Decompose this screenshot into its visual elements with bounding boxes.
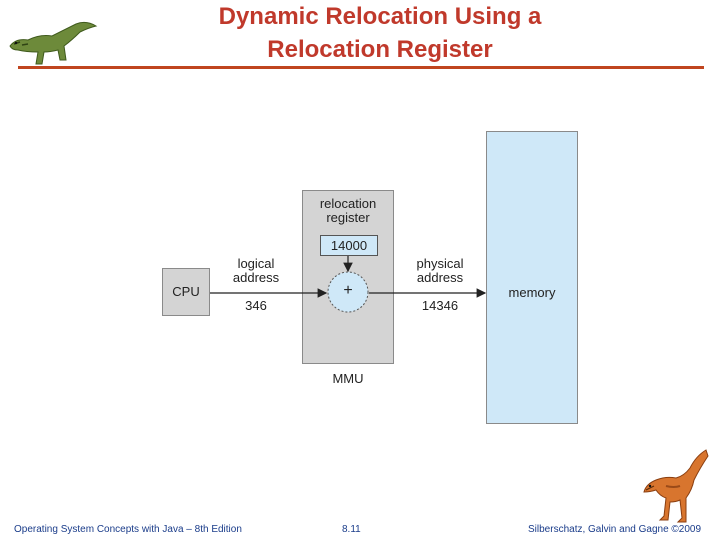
footer-right: Silberschatz, Galvin and Gagne ©2009 [528,524,702,535]
physical-address-value: 14346 [421,298,459,313]
memory-box [486,131,578,424]
title-divider [18,66,704,69]
cpu-label: CPU [172,284,200,299]
relocation-register-label-line1: relocation [319,196,377,211]
slide-title: Dynamic Relocation Using a Relocation Re… [130,0,630,66]
logical-address-label-line2: address [232,270,280,285]
physical-address-label: physical address [400,257,480,285]
adder-symbol: + [343,282,353,299]
title-line-1: Dynamic Relocation Using a [218,3,542,30]
title-line-2: Relocation Register [267,36,493,63]
mmu-label: MMU [332,371,364,386]
physical-address-label-line1: physical [416,256,464,271]
dinosaur-logo-icon [6,12,102,68]
logical-address-value: 346 [245,298,267,313]
logical-address-label: logical address [216,257,296,285]
memory-label: memory [508,285,556,300]
relocation-register-box [320,235,378,256]
relocation-register-label: relocation register [302,197,394,225]
register-value: 14000 [330,238,368,253]
relocation-register-label-line2: register [326,210,370,225]
physical-address-label-line2: address [416,270,464,285]
logical-address-label-line1: logical [237,256,275,271]
cpu-box [162,268,210,316]
adder-circle [327,271,369,313]
footer-page-number: 8.11 [342,524,361,535]
dinosaur-mascot-icon [636,446,712,524]
footer-left: Operating System Concepts with Java – 8t… [14,524,242,535]
